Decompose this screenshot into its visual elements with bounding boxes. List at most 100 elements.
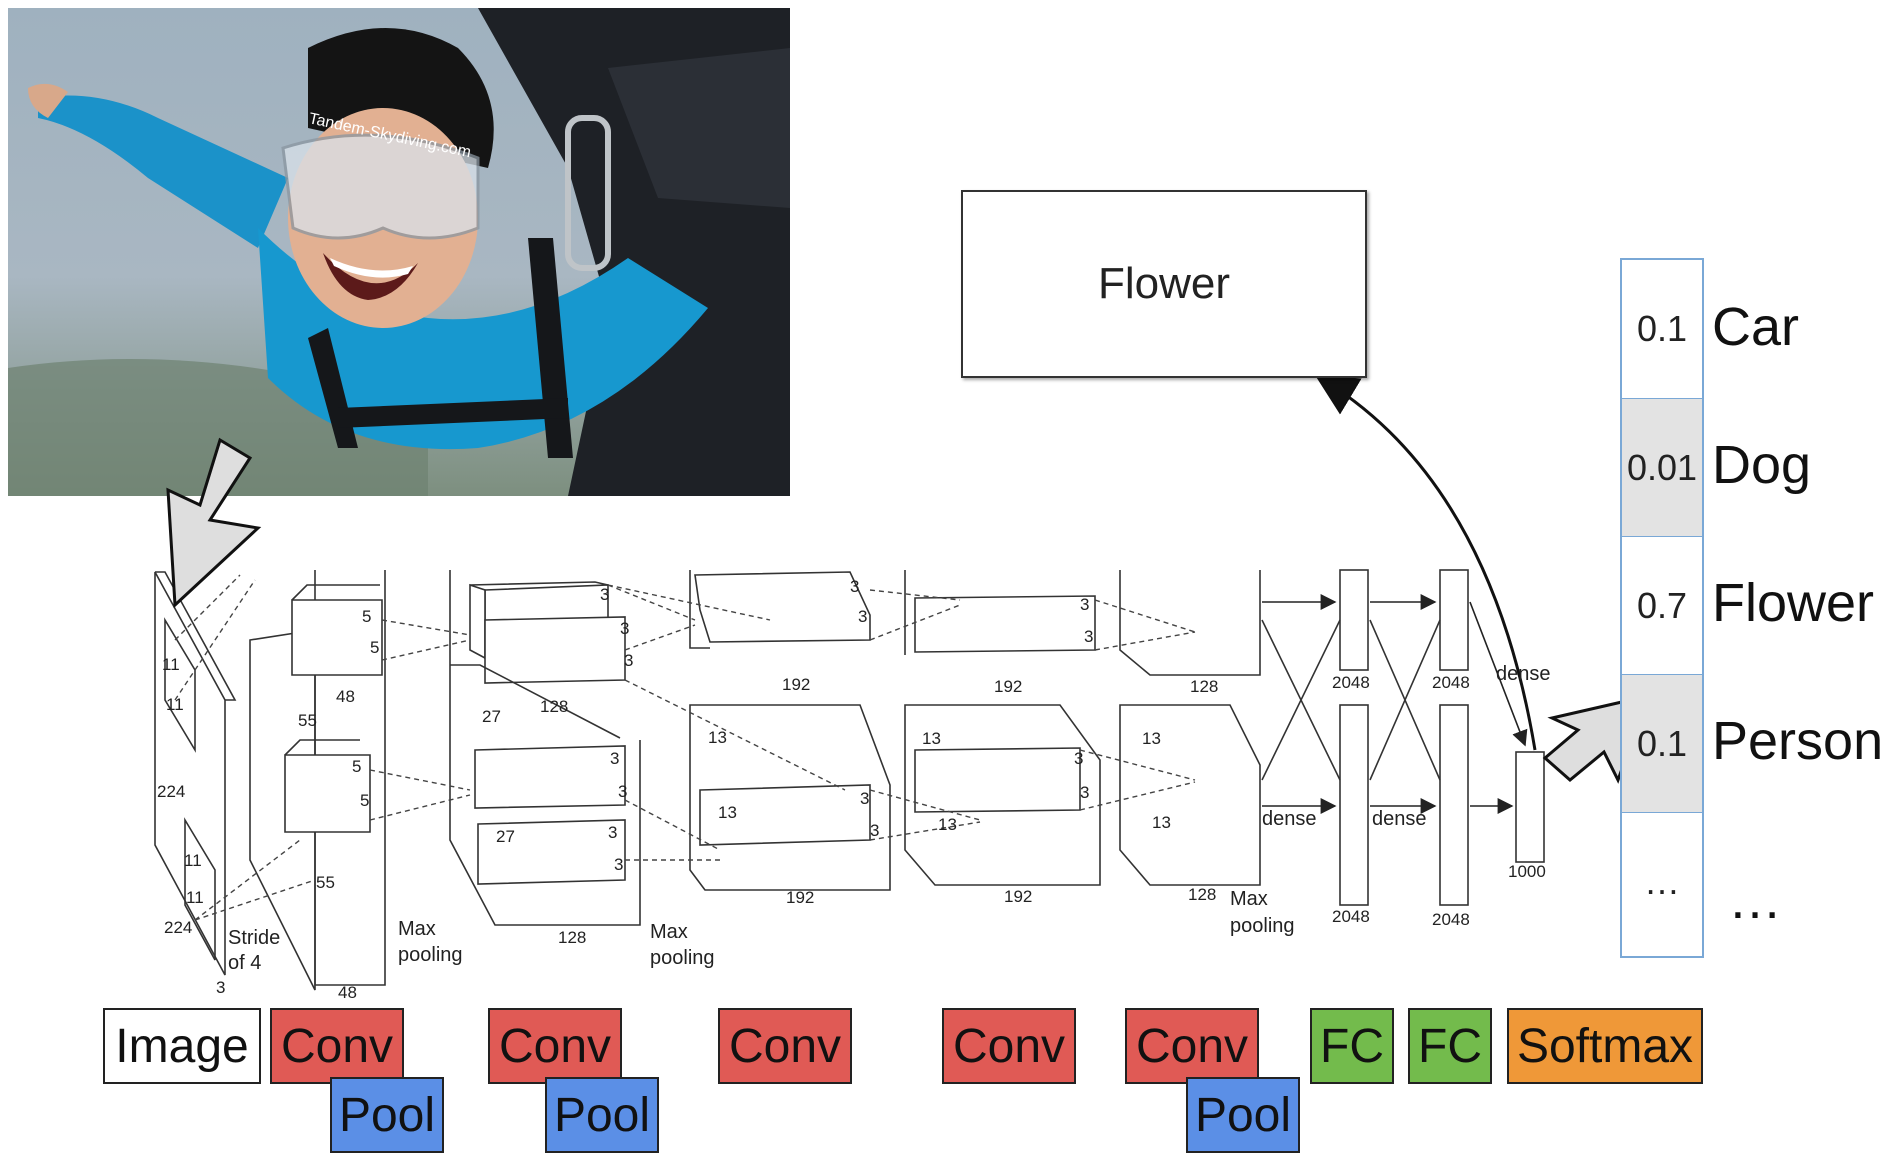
label-k3a: 3 (600, 585, 609, 604)
label-k3h: 3 (850, 577, 859, 596)
label-k3d: 3 (610, 749, 619, 768)
prob-cell-more: … (1622, 812, 1702, 950)
label-d128b: 128 (558, 928, 586, 947)
diagram-labels: 11 11 224 11 11 224 3 Stride of 4 5 5 48… (157, 577, 1551, 1002)
label-maxpool1-a: Max (398, 918, 436, 940)
label-k5d: 5 (360, 791, 369, 810)
label-d192b: 192 (786, 888, 814, 907)
label-conv-3: Conv (718, 1008, 852, 1084)
prob-cell-car: 0.1 (1622, 260, 1702, 398)
label-k3m: 3 (1084, 627, 1093, 646)
label-in-224b: 224 (164, 918, 192, 937)
label-k3i: 3 (858, 607, 867, 626)
label-d128c: 128 (1190, 677, 1218, 696)
label-in-11d: 11 (186, 888, 204, 907)
label-d128d: 128 (1188, 885, 1216, 904)
label-stride-1: Stride (228, 927, 280, 949)
label-k3j: 3 (860, 789, 869, 808)
label-d13f: 13 (1152, 813, 1171, 832)
label-k3b: 3 (620, 619, 629, 638)
softmax-output-column: 0.1 0.01 0.7 0.1 … (1620, 258, 1704, 958)
label-d1000: 1000 (1508, 862, 1546, 881)
label-k3n: 3 (1074, 749, 1083, 768)
label-conv-5: Conv (1125, 1008, 1259, 1084)
label-d55b: 55 (316, 873, 335, 892)
prob-value: 0.01 (1626, 446, 1698, 488)
label-in-11c: 11 (184, 851, 202, 870)
prob-value: … (1644, 860, 1680, 902)
label-d27b: 27 (496, 827, 515, 846)
label-in-11a: 11 (162, 655, 180, 674)
label-k5a: 5 (362, 607, 371, 626)
label-d192a: 192 (782, 675, 810, 694)
label-stride-2: of 4 (228, 952, 261, 974)
label-d13d: 13 (938, 815, 957, 834)
label-maxpool2-a: Max (650, 921, 688, 943)
label-pool-3: Pool (1186, 1077, 1300, 1153)
class-label-car: Car (1712, 297, 1800, 357)
label-d13c: 13 (922, 729, 941, 748)
prediction-label: Flower (1097, 259, 1231, 308)
label-conv-2: Conv (488, 1008, 622, 1084)
label-k5c: 5 (352, 757, 361, 776)
label-d192c: 192 (994, 677, 1022, 696)
label-conv-1: Conv (270, 1008, 404, 1084)
label-k3l: 3 (1080, 595, 1089, 614)
label-k3o: 3 (1080, 783, 1089, 802)
dense-arrows (1262, 594, 1528, 814)
prob-value: 0.1 (1636, 722, 1688, 764)
class-label-flower: Flower (1712, 573, 1875, 633)
label-maxpool2-b: pooling (650, 947, 715, 969)
label-d2048d: 2048 (1432, 910, 1470, 929)
class-label-more: … (1728, 870, 1782, 930)
label-d2048a: 2048 (1332, 673, 1370, 692)
prob-value: 0.7 (1636, 584, 1688, 626)
label-conv-4: Conv (942, 1008, 1076, 1084)
prob-cell-flower: 0.7 (1622, 536, 1702, 674)
label-fc-2: FC (1408, 1008, 1492, 1084)
label-d2048c: 2048 (1332, 907, 1370, 926)
label-d48b: 48 (338, 983, 357, 1002)
prediction-box: Flower (961, 190, 1367, 378)
kernel-projections (174, 574, 1196, 921)
label-k3g: 3 (614, 855, 623, 874)
label-maxpool3-b: pooling (1230, 915, 1295, 937)
label-image: Image (103, 1008, 261, 1084)
label-k3f: 3 (608, 823, 617, 842)
label-k3k: 3 (870, 821, 879, 840)
label-in-11b: 11 (166, 695, 184, 714)
label-in-224a: 224 (157, 782, 185, 801)
label-d55a: 55 (298, 711, 317, 730)
label-dense-b: dense (1372, 808, 1427, 830)
label-k3c: 3 (624, 651, 633, 670)
label-fc-1: FC (1310, 1008, 1394, 1084)
prob-cell-person: 0.1 (1622, 674, 1702, 812)
label-in-3: 3 (216, 978, 225, 997)
network-shapes (154, 569, 1545, 991)
label-dense-c: dense (1496, 663, 1551, 685)
label-maxpool3-a: Max (1230, 888, 1268, 910)
prob-value: 0.1 (1636, 308, 1688, 349)
class-label-dog: Dog (1712, 435, 1812, 495)
label-d128a: 128 (540, 697, 568, 716)
label-k5b: 5 (370, 638, 379, 657)
label-d2048b: 2048 (1432, 673, 1470, 692)
skydiver-photo: Tandem-Skydiving.com (8, 8, 790, 496)
label-pool-2: Pool (545, 1077, 659, 1153)
label-d192d: 192 (1004, 887, 1032, 906)
label-softmax: Softmax (1507, 1008, 1703, 1084)
label-dense-a: dense (1262, 808, 1317, 830)
class-label-person: Person (1712, 711, 1884, 771)
label-d48a: 48 (336, 687, 355, 706)
label-d13a: 13 (708, 728, 727, 747)
label-pool-1: Pool (330, 1077, 444, 1153)
label-d13b: 13 (718, 803, 737, 822)
prediction-arrow (1314, 374, 1537, 751)
input-pointer-arrow (166, 437, 262, 609)
label-d27a: 27 (482, 707, 501, 726)
prob-cell-dog: 0.01 (1622, 398, 1702, 536)
label-d13e: 13 (1142, 729, 1161, 748)
label-maxpool1-b: pooling (398, 944, 463, 966)
